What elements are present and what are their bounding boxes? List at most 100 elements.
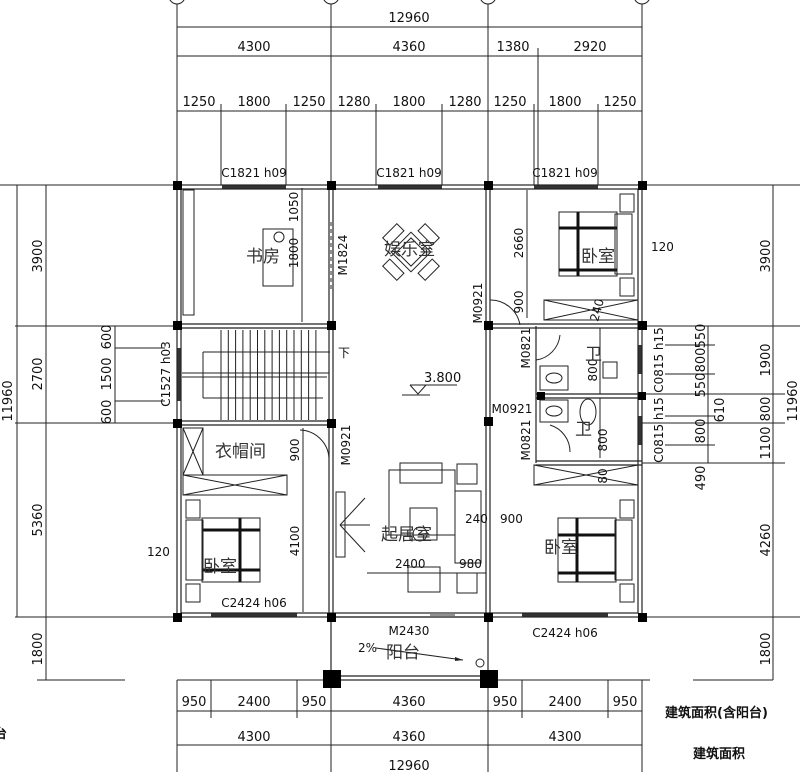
bottom-dimensions: 950 2400 950 4360 950 2400 950 4300 4360…	[176, 679, 773, 772]
dim-bath-80: 80	[596, 468, 610, 483]
bottom-opening-dim: 4360	[392, 695, 425, 710]
right-overall-dim: 11960	[786, 380, 800, 421]
door-label: M0921	[471, 283, 485, 324]
window-label: C1821 h09	[532, 166, 598, 180]
left-cut-note: 台	[0, 726, 7, 742]
axis-bubbles	[169, 0, 650, 185]
area-notes: 建筑面积(含阳台) 建筑面积 台 。	[0, 705, 768, 764]
window-label: C2424 h06	[532, 626, 598, 640]
inner-dimensions: 1050 1800 2660 900 120 240 800 800 80 90…	[147, 188, 674, 612]
top-opening-dim: 1280	[337, 95, 370, 110]
dim-ne-240: 240	[587, 297, 606, 323]
dim-living-240: 240	[465, 512, 488, 526]
stair-down-label: 下	[338, 346, 350, 360]
left-overall-dim: 11960	[1, 380, 16, 421]
left-bay-dim: 3900	[31, 239, 46, 272]
room-label-balcony: 阳台	[386, 643, 420, 663]
right-bay-dim: 3900	[759, 239, 774, 272]
top-opening-dim: 1800	[392, 95, 425, 110]
right-bay-dim: 1100	[759, 426, 774, 459]
elevation-marker: 3.800	[402, 371, 461, 396]
bottom-opening-dim: 2400	[548, 695, 581, 710]
top-dimensions: 12960 4300 4360 1380 2920 1250 1800 1250…	[176, 11, 643, 185]
bottom-bay-dim: 4300	[237, 730, 270, 745]
dim-ne-2660: 2660	[512, 228, 526, 259]
bottom-bay-dim: 4360	[392, 730, 425, 745]
door-label: M0821	[519, 420, 533, 461]
bottom-opening-dim: 950	[302, 695, 327, 710]
bottom-bay-dim: 4300	[548, 730, 581, 745]
furniture	[182, 189, 639, 603]
bottom-overall-dim: 12960	[388, 759, 429, 772]
window-label: C1821 h09	[376, 166, 442, 180]
room-label-bathroom: 卫	[585, 345, 602, 365]
top-opening-dim: 1250	[493, 95, 526, 110]
dim-sw-wall-120: 120	[147, 545, 170, 559]
area-with-balcony-label: 建筑面积(含阳台)	[665, 705, 768, 721]
left-window-dim: 600	[100, 400, 115, 425]
top-bay-dim: 2920	[573, 40, 606, 55]
room-label-closet: 衣帽间	[215, 442, 266, 462]
right-bay-dim: 1900	[759, 343, 774, 376]
left-bay-dim: 2700	[31, 357, 46, 390]
top-opening-dim: 1250	[603, 95, 636, 110]
door-label: M0821	[519, 328, 533, 369]
dim-ne-wall-120: 120	[651, 240, 674, 254]
top-opening-dim: 1250	[182, 95, 215, 110]
window-label: C1527 h03	[159, 341, 173, 407]
left-window-dim: 600	[100, 325, 115, 350]
right-bay-dim: 800	[759, 397, 774, 422]
top-opening-dim: 1280	[448, 95, 481, 110]
right-window-dim: 490	[694, 466, 709, 491]
right-window-dim: 800	[694, 419, 709, 444]
left-window-dim: 1500	[100, 357, 115, 390]
columns	[173, 181, 647, 688]
window-label: C1821 h09	[221, 166, 287, 180]
dim-study-1800: 1800	[287, 238, 301, 269]
top-bay-dim: 1380	[496, 40, 529, 55]
doors	[299, 222, 571, 616]
door-labels: M1824 M0921 M0821 M0921 M0821 M0921 M243…	[336, 235, 533, 638]
room-label-study: 书房	[246, 247, 280, 267]
walls	[176, 184, 643, 681]
right-window-dim: 550	[694, 373, 709, 398]
room-label-entertainment: 娱乐室	[384, 240, 435, 260]
bottom-opening-dim: 2400	[237, 695, 270, 710]
right-window-dim: 800	[694, 348, 709, 373]
room-label-bedroom: 卧室	[203, 557, 237, 577]
window-label: C0815 h15	[652, 397, 666, 463]
top-bay-dim: 4360	[392, 40, 425, 55]
bottom-opening-dim: 950	[493, 695, 518, 710]
room-label-bathroom: 卫	[575, 420, 592, 440]
right-window-dim: 550	[694, 324, 709, 349]
window-labels: C1821 h09 C1821 h09 C1821 h09 C1527 h03 …	[159, 166, 666, 640]
door-label: M1824	[336, 235, 350, 276]
window-label: C0815 h15	[652, 327, 666, 393]
right-window-dim: 610	[713, 398, 728, 423]
bottom-opening-dim: 950	[613, 695, 638, 710]
elevation-label: 3.800	[424, 371, 461, 386]
left-dimensions: 11960 3900 2700 5360 1800 600 1500 600	[0, 184, 177, 681]
top-opening-dim: 1800	[237, 95, 270, 110]
top-opening-dim: 1800	[548, 95, 581, 110]
room-label-bedroom: 卧室	[544, 538, 578, 558]
windows	[177, 185, 642, 617]
dim-sw-4100: 4100	[288, 526, 302, 557]
top-bay-dim: 4300	[237, 40, 270, 55]
door-label: M0921	[492, 402, 533, 416]
area-label: 建筑面积	[693, 746, 745, 762]
left-bay-dim: 1800	[31, 632, 46, 665]
dim-living-980: 980	[459, 557, 482, 571]
slope-label: 2%	[358, 641, 377, 655]
dim-bath-800: 800	[586, 359, 600, 382]
dim-study-1050: 1050	[287, 192, 301, 223]
room-labels: 书房 娱乐室 卧室 卫 卫 衣帽间 起居室 卧室 卧室 阳台	[203, 240, 615, 663]
room-label-living: 起居室	[381, 525, 432, 545]
dim-bath-800: 800	[596, 429, 610, 452]
bottom-opening-dim: 950	[182, 695, 207, 710]
top-overall-dim: 12960	[388, 11, 429, 26]
window-label: C2424 h06	[221, 596, 287, 610]
right-bay-dim: 1800	[759, 632, 774, 665]
dim-living-2400: 2400	[395, 557, 426, 571]
